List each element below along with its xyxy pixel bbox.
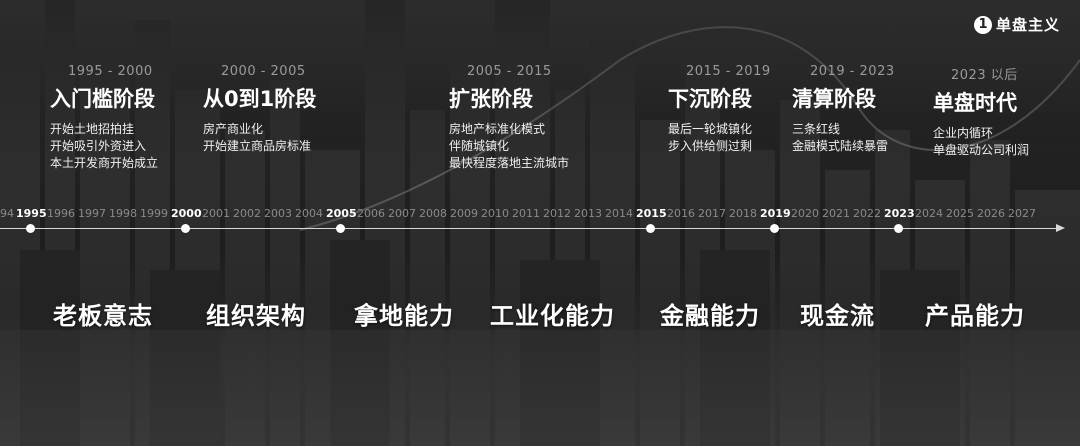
arrow-right-icon xyxy=(1056,224,1065,232)
phase-1: 1995 - 2000 入门槛阶段 开始土地招拍挂 开始吸引外资进入 本土开发商… xyxy=(50,64,158,172)
phase-description: 三条红线 金融模式陆续暴雷 xyxy=(792,121,895,155)
timeline-year: 2008 xyxy=(419,207,447,220)
phase-title: 扩张阶段 xyxy=(449,87,533,111)
timeline-year: 94 xyxy=(0,207,14,220)
timeline-dot xyxy=(25,224,35,233)
capability-label: 组织架构 xyxy=(206,302,306,330)
phase-line: 三条红线 xyxy=(792,122,841,136)
timeline-year: 1997 xyxy=(78,207,106,220)
phase-title: 入门槛阶段 xyxy=(50,87,155,111)
phase-title: 清算阶段 xyxy=(792,87,876,111)
capability-label: 产品能力 xyxy=(925,302,1025,330)
timeline-year: 1999 xyxy=(140,207,168,220)
timeline-year: 2016 xyxy=(667,207,695,220)
timeline-year: 2021 xyxy=(822,207,850,220)
phase-2: 2000 - 2005 从0到1阶段 房产商业化 开始建立商品房标准 xyxy=(203,64,316,155)
brand-name: 单盘主义 xyxy=(995,16,1060,34)
timeline-dot xyxy=(893,224,903,233)
phase-years: 2015 - 2019 xyxy=(686,64,771,79)
phase-description: 企业内循环 单盘驱动公司利润 xyxy=(933,125,1029,159)
phase-description: 房产商业化 开始建立商品房标准 xyxy=(203,121,316,155)
phase-years: 2005 - 2015 xyxy=(467,64,552,79)
timeline-year: 2004 xyxy=(295,207,323,220)
phase-6: 2023 以后 单盘时代 企业内循环 单盘驱动公司利润 xyxy=(933,64,1029,159)
phase-line: 步入供给侧过剩 xyxy=(668,139,753,153)
timeline-year: 2003 xyxy=(264,207,292,220)
phase-line: 房地产标准化模式 xyxy=(449,122,546,136)
phase-title: 下沉阶段 xyxy=(668,87,752,111)
timeline-year: 2002 xyxy=(233,207,261,220)
timeline-key-year: 2015 xyxy=(636,207,667,220)
timeline-year: 2012 xyxy=(543,207,571,220)
timeline-year: 2018 xyxy=(729,207,757,220)
phase-description: 最后一轮城镇化 步入供给侧过剩 xyxy=(668,121,771,155)
phase-3: 2005 - 2015 扩张阶段 房地产标准化模式 伴随城镇化 最快程度落地主流… xyxy=(449,64,569,172)
timeline-key-year: 2023 xyxy=(884,207,915,220)
phase-years: 2023 以后 xyxy=(951,68,1018,83)
capability-label: 金融能力 xyxy=(660,302,760,330)
phase-description: 房地产标准化模式 伴随城镇化 最快程度落地主流城市 xyxy=(449,121,569,172)
capability-label: 工业化能力 xyxy=(490,302,615,330)
phase-line: 最快程度落地主流城市 xyxy=(449,156,570,170)
timeline-year: 1998 xyxy=(109,207,137,220)
phase-line: 开始吸引外资进入 xyxy=(50,139,147,153)
capability-label: 老板意志 xyxy=(53,302,153,330)
timeline-dot xyxy=(180,224,190,233)
timeline-year: 2025 xyxy=(946,207,974,220)
timeline-key-year: 2019 xyxy=(760,207,791,220)
phase-line: 伴随城镇化 xyxy=(449,139,510,153)
phase-description: 开始土地招拍挂 开始吸引外资进入 本土开发商开始成立 xyxy=(50,121,158,172)
capability-label: 拿地能力 xyxy=(354,302,454,330)
brand-number-icon: 1 xyxy=(973,15,992,34)
timeline-key-year: 2005 xyxy=(326,207,357,220)
brand-logo: 1 单盘主义 xyxy=(973,14,1060,35)
timeline-dot xyxy=(645,224,655,233)
timeline-year: 2017 xyxy=(698,207,726,220)
timeline-year: 2026 xyxy=(977,207,1005,220)
timeline-key-year: 1995 xyxy=(16,207,47,220)
phase-line: 最后一轮城镇化 xyxy=(668,122,753,136)
timeline-axis xyxy=(0,228,1060,229)
timeline-year: 2013 xyxy=(574,207,602,220)
phase-title: 从0到1阶段 xyxy=(203,87,317,111)
phase-line: 企业内循环 xyxy=(933,126,994,140)
timeline-year: 2022 xyxy=(853,207,881,220)
timeline-year: 2007 xyxy=(388,207,416,220)
phase-years: 2019 - 2023 xyxy=(810,64,895,79)
phase-line: 本土开发商开始成立 xyxy=(50,156,159,170)
phase-years: 2000 - 2005 xyxy=(221,64,306,79)
timeline-year: 2001 xyxy=(202,207,230,220)
phase-title: 单盘时代 xyxy=(933,91,1017,115)
phase-line: 金融模式陆续暴雷 xyxy=(792,139,889,153)
phase-4: 2015 - 2019 下沉阶段 最后一轮城镇化 步入供给侧过剩 xyxy=(668,64,771,155)
timeline-year: 2020 xyxy=(791,207,819,220)
phase-years: 1995 - 2000 xyxy=(68,64,153,79)
timeline-year: 1996 xyxy=(47,207,75,220)
capability-label: 现金流 xyxy=(800,302,875,330)
phase-5: 2019 - 2023 清算阶段 三条红线 金融模式陆续暴雷 xyxy=(792,64,895,155)
timeline-key-year: 2000 xyxy=(171,207,202,220)
phase-line: 开始土地招拍挂 xyxy=(50,122,135,136)
timeline-year: 2027 xyxy=(1008,207,1036,220)
phase-line: 房产商业化 xyxy=(203,122,264,136)
timeline-dot xyxy=(335,224,345,233)
timeline-year: 2014 xyxy=(605,207,633,220)
phase-line: 单盘驱动公司利润 xyxy=(933,143,1030,157)
timeline-year: 2010 xyxy=(481,207,509,220)
timeline-dot xyxy=(769,224,779,233)
timeline-year: 2011 xyxy=(512,207,540,220)
timeline-year: 2009 xyxy=(450,207,478,220)
timeline-year: 2024 xyxy=(915,207,943,220)
timeline-year: 2006 xyxy=(357,207,385,220)
phase-line: 开始建立商品房标准 xyxy=(203,139,312,153)
